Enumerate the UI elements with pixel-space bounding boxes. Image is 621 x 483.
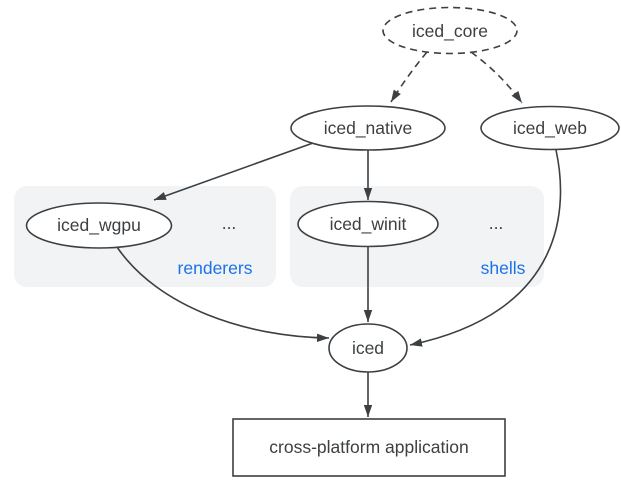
edge-iced-wgpu-to-iced [116, 246, 330, 343]
node-iced-web: iced_web [480, 105, 620, 151]
edge-iced-core-to-iced-native [390, 51, 428, 103]
node-iced-web-shape [480, 105, 620, 151]
group-renderers-label: renderers [178, 258, 253, 278]
edge-iced-core-to-iced-web [470, 51, 523, 104]
node-iced-winit-label: iced_winit [330, 214, 407, 235]
node-iced-web-label: iced_web [513, 118, 587, 139]
node-iced-core: iced_core [382, 6, 518, 55]
node-cross-platform-application: cross-platform application [232, 418, 506, 477]
node-iced-shape [328, 323, 408, 373]
node-iced-winit-shape [297, 200, 439, 248]
node-cross-platform-application-shape [232, 418, 506, 477]
group-shells-label: shells [481, 258, 526, 278]
group-shells-ellipsis: ... [489, 213, 504, 233]
node-iced-winit: iced_winit [297, 200, 439, 248]
node-cross-platform-application-label: cross-platform application [269, 437, 468, 457]
node-iced-native-label: iced_native [324, 118, 413, 139]
node-iced-wgpu: iced_wgpu [25, 202, 173, 249]
node-iced-native-shape [290, 105, 446, 151]
node-iced-core-shape [382, 6, 518, 55]
node-iced-core-label: iced_core [412, 21, 488, 42]
node-iced: iced [328, 323, 408, 373]
edge-iced-native-to-iced-wgpu [153, 142, 314, 201]
node-iced-wgpu-label: iced_wgpu [57, 215, 141, 236]
group-renderers-ellipsis: ... [222, 213, 237, 233]
node-iced-label: iced [352, 338, 384, 358]
node-iced-wgpu-shape [25, 202, 173, 249]
node-iced-native: iced_native [290, 105, 446, 151]
edge-iced-web-to-iced [409, 149, 562, 347]
